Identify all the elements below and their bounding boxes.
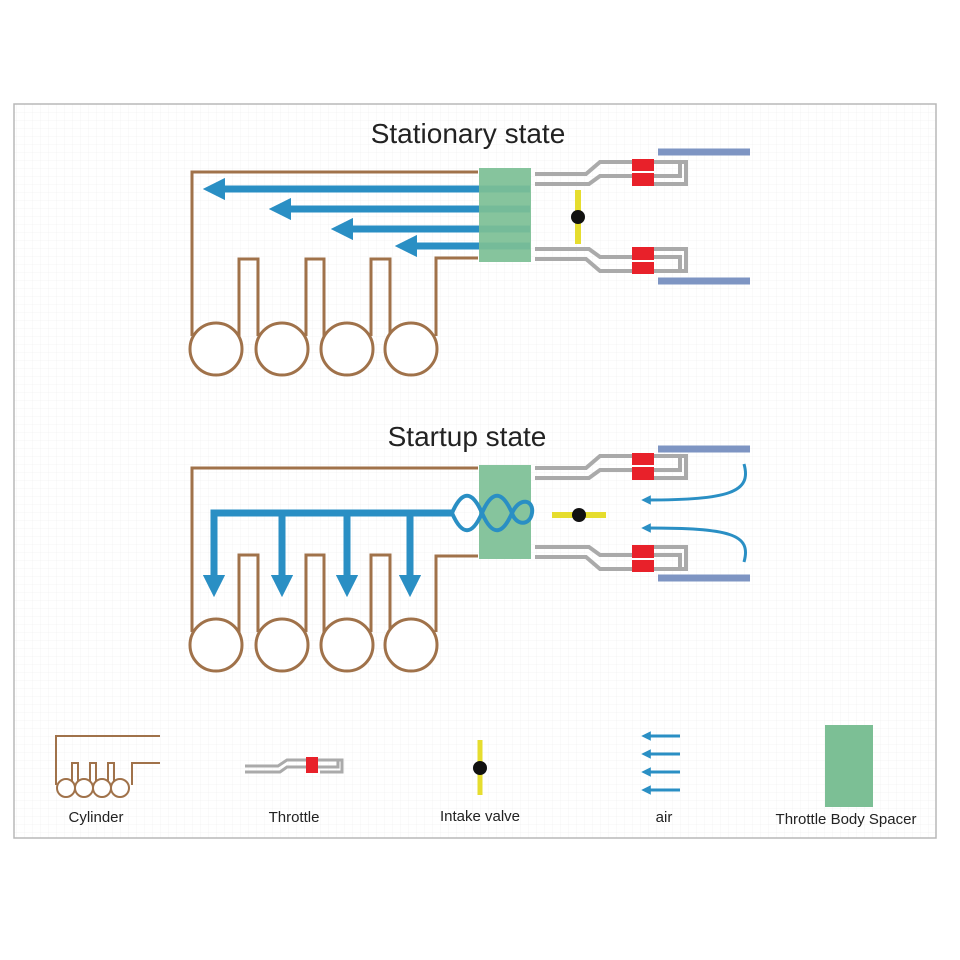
cylinder [254,321,310,377]
startup-swirl [450,493,535,533]
legend-intake-valve-label: Intake valve [440,808,520,825]
startup-manifold [190,466,478,632]
legend-air-symbol [641,731,680,795]
legend-spacer-symbol [825,725,873,807]
legend-throttle-label: Throttle [269,809,320,826]
startup-intake-valve [552,508,606,522]
cylinder [383,617,439,673]
legend-cylinder-symbol [55,735,160,798]
air-arrow [641,523,747,563]
stationary-title: Stationary state [371,118,566,149]
air-flow-main [202,509,452,598]
startup-spacer [479,465,531,559]
legend-intake-valve-symbol [473,740,487,795]
startup-inflow-arrows [641,463,747,563]
air-arrow [641,463,747,505]
throttle-band [306,757,318,773]
stationary-spacer [479,168,531,262]
startup-cylinders [188,617,439,673]
cylinder [319,321,375,377]
startup-title: Startup state [388,421,547,452]
cylinder [188,321,244,377]
stationary-manifold [190,170,478,336]
legend-spacer-label: Throttle Body Spacer [776,811,917,828]
cylinder [319,617,375,673]
startup-air-arrows [202,509,452,598]
legend-cylinder-label: Cylinder [68,809,123,826]
cylinder [188,617,244,673]
cylinder [383,321,439,377]
stationary-intake-valve [571,190,585,244]
legend-air-label: air [656,809,673,826]
stationary-cylinders [188,321,439,377]
cylinder [254,617,310,673]
diagram-frame [13,103,937,839]
